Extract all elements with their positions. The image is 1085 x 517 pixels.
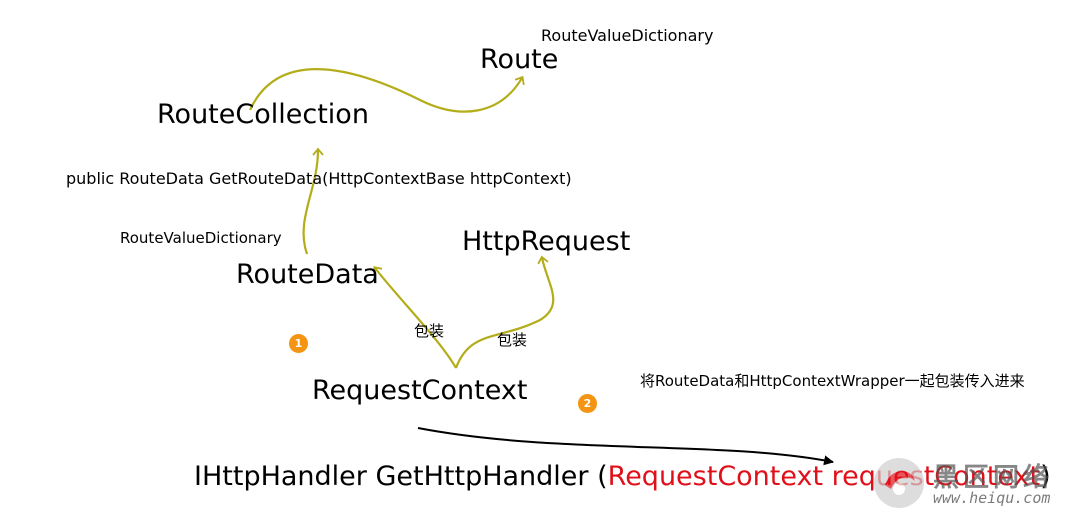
watermark-logo-icon <box>874 458 924 508</box>
get-http-handler-signature: IHttpHandler GetHttpHandler (RequestCont… <box>194 463 1051 490</box>
node-route: Route <box>480 44 559 75</box>
arrow-requestcontext-to-param <box>417 427 834 466</box>
node-route-data: RouteData <box>236 259 379 290</box>
wrap-label-right: 包装 <box>497 331 528 349</box>
arrow-requestcontext-to-httprequest <box>454 255 555 369</box>
watermark: 黑区网络 www.heiqu.com <box>871 455 1081 513</box>
signature-suffix: ) <box>1040 461 1051 492</box>
arrow-routecollection-to-route <box>249 68 525 113</box>
signature-prefix: IHttpHandler GetHttpHandler ( <box>194 461 608 492</box>
step-1-badge: 1 <box>289 334 308 353</box>
route-value-dictionary-top: RouteValueDictionary <box>541 26 714 45</box>
signature-param: RequestContext requestContext <box>607 461 1041 492</box>
watermark-url: www.heiqu.com <box>933 489 1051 507</box>
wrap-label-left: 包装 <box>414 322 445 340</box>
watermark-title: 黑区网络 <box>933 463 1054 493</box>
get-route-data-signature: public RouteData GetRouteData(HttpContex… <box>66 169 572 188</box>
arrow-routedata-to-routecollection <box>302 147 324 255</box>
route-value-dictionary-left: RouteValueDictionary <box>120 229 282 247</box>
arrow-requestcontext-to-routedata <box>373 266 457 369</box>
node-http-request: HttpRequest <box>462 226 631 257</box>
node-request-context: RequestContext <box>312 375 528 406</box>
node-route-collection: RouteCollection <box>157 99 369 130</box>
note-wrap-description: 将RouteData和HttpContextWrapper一起包装传入进来 <box>640 372 1025 390</box>
step-2-badge: 2 <box>578 394 597 413</box>
